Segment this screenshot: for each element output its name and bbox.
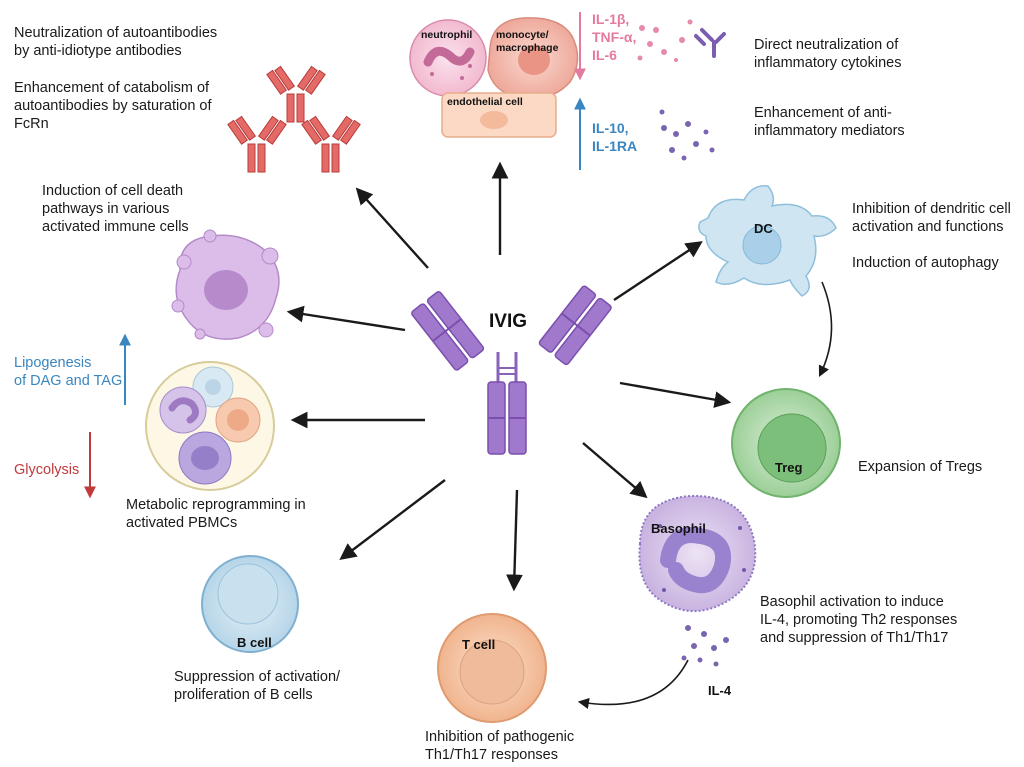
autoantibody-neutralization-text: Neutralization of autoantibodies by anti…: [14, 25, 218, 59]
treg-label: Treg: [775, 460, 803, 475]
t-cell-label: T cell: [462, 637, 496, 652]
dying-cell-icon: [171, 229, 280, 340]
il4-label: IL-4: [708, 683, 732, 698]
neutrophil-icon: [409, 19, 487, 97]
arrow-to-t-cell: [506, 489, 523, 592]
arrow-to-treg: [619, 381, 732, 408]
treg-icon: [731, 388, 841, 498]
anti-inflammatory-enhancement-text: Enhancement of anti- inflammatory mediat…: [754, 105, 905, 139]
dendritic-cell-icon: [698, 185, 837, 297]
il4-dots: [681, 625, 729, 667]
treg-expansion-text: Expansion of Tregs: [858, 459, 983, 475]
cell-death-text: Induction of cell death pathways in vari…: [42, 183, 189, 235]
anti-inflammatory-mediator-dots: [659, 109, 715, 161]
ivig-antibody-icon: [411, 285, 612, 455]
b-cell-suppression-text: Suppression of activation/ proliferation…: [174, 669, 341, 703]
cytokine-neutralization-text: Direct neutralization of inflammatory cy…: [754, 37, 902, 71]
glycolysis-label: Glycolysis: [14, 462, 80, 478]
autophagy-text: Induction of autophagy: [852, 255, 999, 271]
basophil-activation-text: Basophil activation to induce IL-4, prom…: [760, 594, 958, 646]
monocyte-macrophage-label: monocyte/ macrophage: [496, 29, 559, 54]
arrow-to-autoantibodies: [355, 187, 429, 269]
arrow-to-cell-death: [286, 305, 406, 332]
endothelial-cell-icon: [441, 92, 557, 138]
ivig-label: IVIG: [489, 311, 528, 332]
basophil-label: Basophil: [651, 521, 706, 536]
inflammatory-cytokines-label: IL-1β, TNF-α, IL-6: [592, 11, 637, 63]
metabolic-reprogramming-text: Metabolic reprogramming in activated PBM…: [126, 497, 306, 531]
endothelial-cell-label: endothelial cell: [447, 96, 523, 108]
arrow-dc-to-treg: [818, 281, 833, 378]
fcrn-catabolism-text: Enhancement of catabolism of autoantibod…: [14, 80, 212, 132]
b-cell-label: B cell: [237, 635, 272, 650]
dc-label: DC: [754, 221, 773, 236]
autoantibody-icons: [227, 65, 361, 173]
t-cell-icon: [437, 613, 547, 723]
arrow-to-b-cell: [339, 479, 446, 561]
neutrophil-label: neutrophil: [421, 29, 473, 41]
arrow-to-basophil: [582, 442, 648, 499]
basophil-icon: [638, 494, 757, 613]
t-cell-inhibition-text: Inhibition of pathogenic Th1/Th17 respon…: [425, 729, 575, 763]
lipogenesis-label: Lipogenesis of DAG and TAG: [14, 355, 123, 389]
pbmc-cluster-icon: [145, 361, 275, 491]
inflammatory-cytokine-dots: [637, 19, 693, 62]
b-cell-icon: [201, 555, 299, 653]
arrow-il4-to-t-cell: [577, 659, 689, 709]
anti-inflammatory-cytokines-label: IL-10, IL-1RA: [592, 120, 638, 154]
dc-inhibition-text: Inhibition of dendritic cell activation …: [852, 201, 1011, 235]
arrow-to-dc: [613, 241, 703, 302]
neutralizing-antibody-icon: [694, 28, 726, 58]
mechanism-arrows: [286, 161, 833, 709]
